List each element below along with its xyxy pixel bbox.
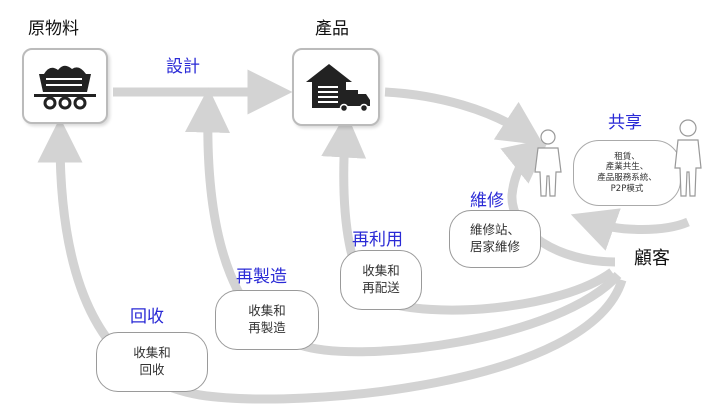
remanufacture-bubble-line: 收集和 (248, 303, 286, 319)
repair-label: 維修 (470, 191, 504, 211)
product-box (292, 48, 380, 126)
mine-cart-icon (34, 65, 96, 110)
share-label: 共享 (608, 113, 642, 133)
product-label: 產品 (315, 19, 349, 39)
share-bubble-line: P2P模式 (610, 183, 644, 194)
person-icon-right (674, 118, 702, 202)
raw-material-label: 原物料 (28, 19, 79, 39)
share-bubble-line: 租賃、 (614, 151, 640, 162)
repair-bubble-line: 居家維修 (469, 239, 520, 254)
warehouse-truck-icon (306, 64, 370, 113)
recycle-label: 回收 (130, 307, 164, 327)
share-bubble: 租賃、 產業共生、 產品服務系統、 P2P模式 (573, 140, 681, 206)
reuse-bubble-line: 再配送 (362, 280, 400, 295)
person-icon-left (528, 128, 568, 202)
customer-label: 顧客 (634, 248, 670, 269)
recycle-bubble-line: 收集和 (133, 345, 171, 361)
remanufacture-bubble: 收集和 再製造 (215, 290, 319, 350)
design-label: 設計 (166, 57, 200, 77)
product-to-customer-arrow (384, 87, 544, 146)
repair-bubble-line: 維修站、 (469, 222, 520, 238)
share-loop-arrow (570, 208, 690, 251)
share-bubble-line: 產業共生、 (605, 162, 649, 173)
reuse-bubble: 收集和 再配送 (340, 250, 422, 310)
reuse-bubble-line: 收集和 (362, 263, 400, 279)
recycle-bubble: 收集和 回收 (96, 332, 208, 392)
raw-material-box (22, 48, 108, 124)
remanufacture-bubble-line: 再製造 (248, 320, 286, 335)
repair-arrow (500, 137, 616, 267)
repair-bubble: 維修站、 居家維修 (449, 210, 541, 268)
recycle-bubble-line: 回收 (139, 362, 165, 377)
share-bubble-line: 產品服務系統、 (597, 173, 657, 183)
remanufacture-label: 再製造 (236, 267, 287, 287)
recycle-arrow (37, 117, 627, 404)
reuse-label: 再利用 (352, 230, 403, 250)
